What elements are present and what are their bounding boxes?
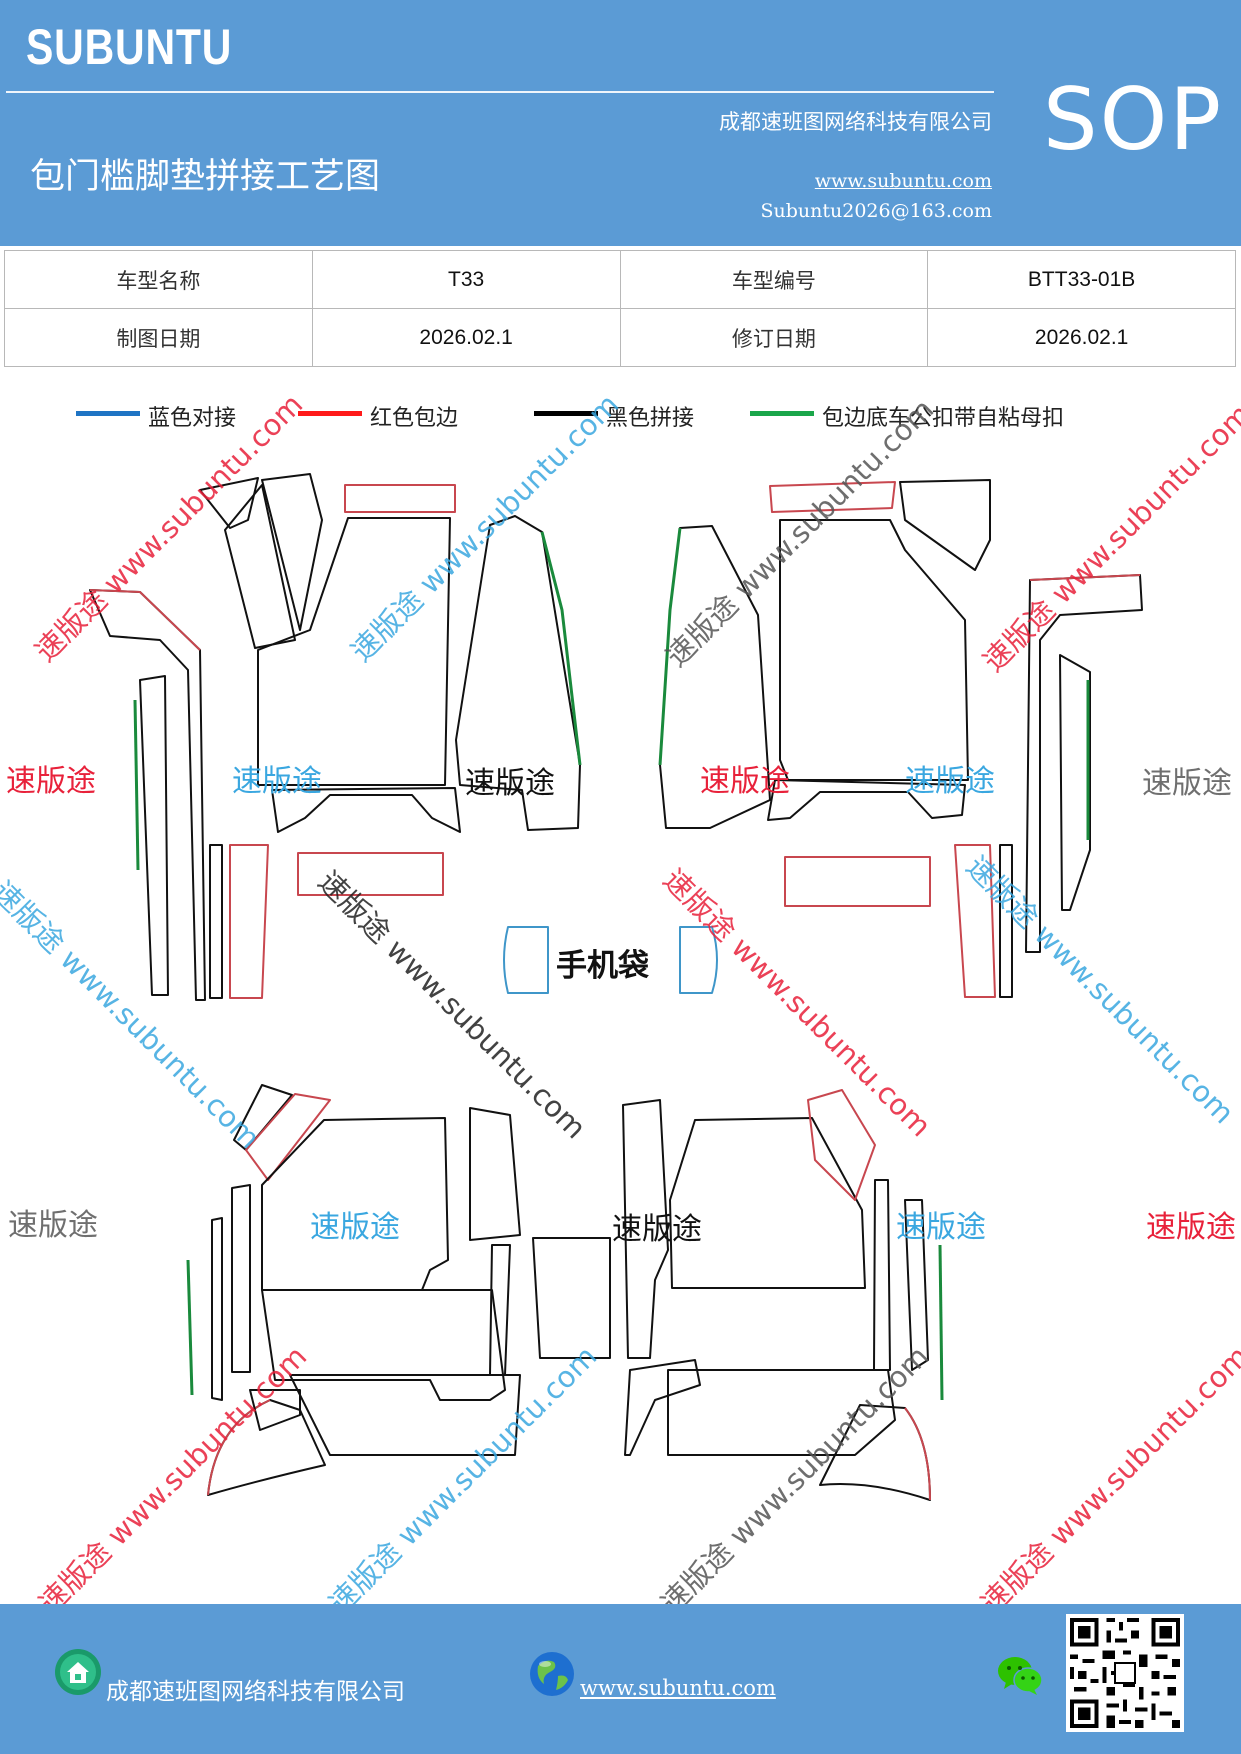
table-row: 制图日期 2026.02.1 修订日期 2026.02.1 <box>4 308 1236 367</box>
page-title: 包门槛脚垫拼接工艺图 <box>30 157 381 197</box>
doc-type-label: SOP <box>1043 70 1224 170</box>
footer-website-link[interactable]: www.subuntu.com <box>580 1676 776 1700</box>
mat-piece <box>199 477 259 529</box>
mat-piece <box>297 852 444 896</box>
mat-piece <box>532 1237 611 1359</box>
mat-piece <box>469 1107 521 1241</box>
mat-piece <box>954 844 996 998</box>
legend-swatch <box>750 411 814 416</box>
mat-piece <box>1059 654 1091 911</box>
model-code-label: 车型编号 <box>619 250 929 309</box>
watermark-text: 速版途 <box>465 766 555 801</box>
mat-piece <box>139 675 169 996</box>
watermark-text: 速版途 <box>310 1210 400 1245</box>
model-name-value: T33 <box>311 250 621 309</box>
mat-piece <box>261 1289 506 1401</box>
brand-logo: SUBUNTU <box>26 19 233 75</box>
watermark-text: 速版途 <box>8 1208 98 1243</box>
revise-date-label: 修订日期 <box>619 308 929 367</box>
mat-pattern-drawing <box>89 473 1143 1501</box>
mat-piece <box>224 484 296 649</box>
draw-date-label: 制图日期 <box>4 308 313 367</box>
mat-piece <box>261 1117 449 1291</box>
legend-label: 包边底车公扣带自粘母扣 <box>822 406 1065 431</box>
mat-piece <box>999 844 1013 998</box>
watermark-text: 速版途 <box>700 764 790 799</box>
header-banner: SUBUNTU SOP 包门槛脚垫拼接工艺图 成都速班图网络科技有限公司 www… <box>0 0 1241 246</box>
mat-piece <box>1025 574 1143 953</box>
revise-date-value: 2026.02.1 <box>927 308 1236 367</box>
legend-swatch <box>534 411 598 416</box>
mat-piece <box>873 1179 891 1371</box>
mat-piece <box>769 481 896 513</box>
mat-piece <box>455 515 581 831</box>
mat-piece <box>211 1217 223 1401</box>
model-code-value: BTT33-01B <box>927 250 1236 309</box>
table-row: 车型名称 T33 车型编号 BTT33-01B <box>4 250 1236 309</box>
legend-label: 红色包边 <box>370 406 459 431</box>
watermark-text: 速版途 <box>6 764 96 799</box>
globe-icon <box>530 1652 574 1696</box>
mat-edge-red <box>904 1407 931 1501</box>
legend-swatch <box>76 411 140 416</box>
mat-piece <box>271 787 461 833</box>
phone-pocket-left <box>503 926 549 994</box>
mat-edge-green <box>540 531 582 766</box>
legend-label: 蓝色对接 <box>148 406 237 431</box>
vehicle-info-table: 车型名称 T33 车型编号 BTT33-01B 制图日期 2026.02.1 修… <box>4 250 1236 367</box>
mat-edge-green <box>133 699 140 871</box>
phone-pocket-label: 手机袋 <box>556 948 649 984</box>
header-company: 成都速班图网络科技有限公司 <box>719 110 992 134</box>
mat-piece <box>229 844 269 999</box>
qr-code-image <box>1066 1614 1184 1732</box>
mat-piece <box>257 517 451 786</box>
mat-piece <box>231 1184 251 1373</box>
mat-edge-red <box>89 589 201 651</box>
mat-piece <box>624 1359 701 1456</box>
mat-piece <box>289 1374 521 1456</box>
mat-piece <box>344 484 456 513</box>
mat-piece <box>669 1117 866 1289</box>
mat-edge-red <box>1029 574 1141 581</box>
mat-piece <box>249 1389 301 1431</box>
watermark-text: 速版途 <box>612 1212 702 1247</box>
mat-piece <box>784 856 931 907</box>
mat-edge-green <box>186 1259 194 1396</box>
mat-piece <box>899 479 991 571</box>
header-email: Subuntu2026@163.com <box>760 200 992 222</box>
model-name-label: 车型名称 <box>4 250 313 309</box>
watermark-text: 速版途 <box>1142 766 1232 801</box>
legend-swatch <box>298 411 362 416</box>
mat-piece <box>209 844 223 999</box>
footer-banner: 成都速班图网络科技有限公司 www.subuntu.com <box>0 1604 1241 1754</box>
watermark-text: 速版途 <box>1146 1210 1236 1245</box>
company-icon <box>55 1649 101 1695</box>
mat-piece <box>779 519 969 781</box>
mat-piece <box>767 779 966 821</box>
draw-date-value: 2026.02.1 <box>311 308 621 367</box>
header-website-link[interactable]: www.subuntu.com <box>814 170 992 192</box>
mat-piece <box>904 1199 929 1371</box>
mat-edge-green <box>938 1244 944 1401</box>
watermark-text: 速版途 <box>232 764 322 799</box>
mat-piece <box>667 1369 896 1456</box>
legend-label: 黑色拼接 <box>606 406 695 431</box>
header-divider <box>6 91 994 93</box>
footer-company: 成都速班图网络科技有限公司 <box>106 1679 405 1705</box>
watermark-text: 速版途 <box>905 764 995 799</box>
mat-piece <box>807 1089 876 1201</box>
mat-piece <box>89 589 206 1001</box>
mat-edge-green <box>658 527 682 766</box>
mat-edge-red <box>207 1399 271 1496</box>
wechat-icon[interactable] <box>996 1654 1044 1696</box>
mat-piece <box>261 473 323 631</box>
phone-pocket-right <box>679 926 718 994</box>
mat-piece <box>622 1099 669 1359</box>
watermark-text: 速版途 <box>896 1210 986 1245</box>
